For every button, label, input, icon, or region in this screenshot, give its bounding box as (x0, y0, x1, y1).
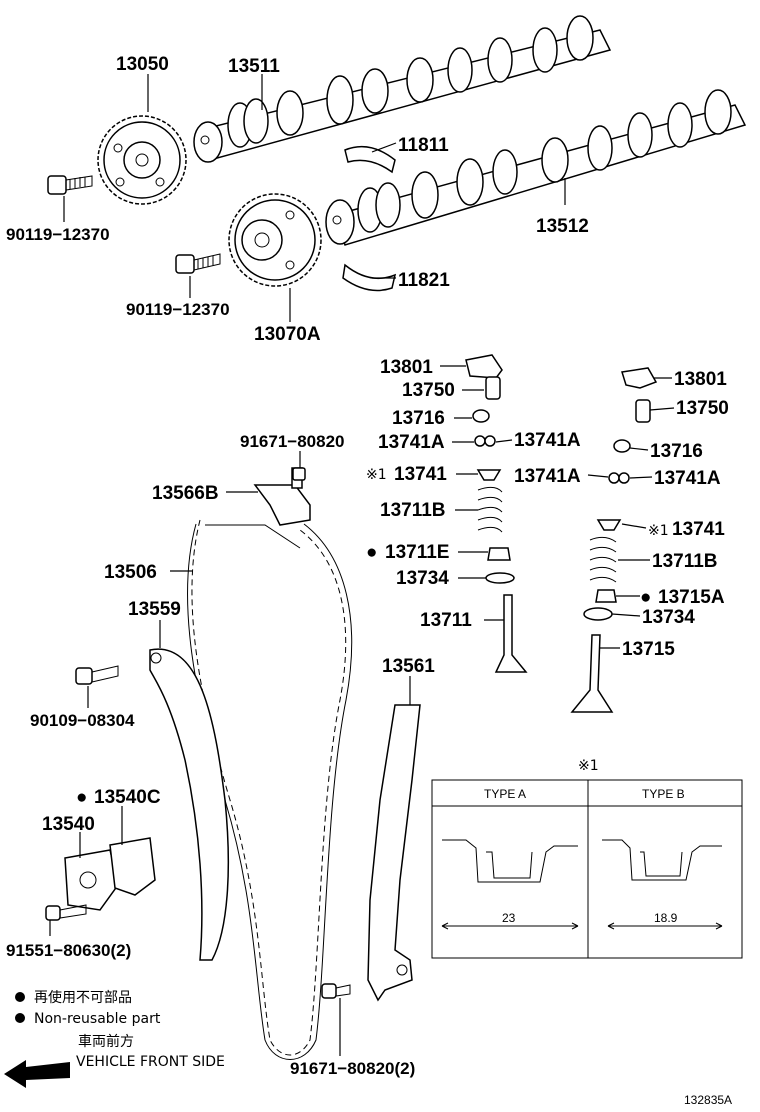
label-13050: 13050 (116, 54, 169, 75)
cam-sprocket-13050 (97, 115, 187, 205)
label-13715a: 13715A (658, 587, 725, 608)
valve-train-left (465, 354, 528, 673)
valve-train-right (570, 367, 658, 713)
bearing-11821 (342, 263, 397, 292)
label-13512: 13512 (536, 216, 589, 237)
legend-jp-nonreusable: 再使用不可部品 (34, 989, 132, 1006)
front-arrow-icon (4, 1060, 70, 1088)
label-91551: 91551−80630(2) (6, 941, 131, 960)
label-13741a-left: 13741A (378, 432, 445, 453)
label-13801-left: 13801 (380, 357, 433, 378)
ref-mark-left: ※1 (366, 467, 387, 483)
label-91671-upper: 91671−80820 (240, 432, 344, 451)
tensioner-arm-13559 (149, 648, 230, 961)
label-13734-right: 13734 (642, 607, 695, 628)
dim-type-a: 23 (502, 911, 516, 925)
bolt-91671-upper (292, 467, 306, 481)
chain-tensioner-13540 (64, 837, 156, 911)
label-13559: 13559 (128, 599, 181, 620)
label-13741a-left-2: 13741A (514, 466, 581, 487)
label-13741-right: 13741 (672, 519, 725, 540)
label-13711b-left: 13711B (380, 500, 446, 521)
ref-mark-right: ※1 (648, 523, 669, 539)
label-13540c: 13540C (94, 787, 161, 808)
reference-table: ※1 TYPE A TYPE B 23 18.9 (431, 758, 743, 959)
legend-bullet-jp (15, 992, 25, 1002)
label-13511: 13511 (228, 56, 280, 77)
type-b-profile: 18.9 (602, 839, 723, 930)
label-13716-right: 13716 (650, 441, 703, 462)
label-13741a-right-2: 13741A (654, 468, 721, 489)
bolt-91671-lower (321, 983, 351, 999)
label-13540: 13540 (42, 814, 95, 835)
legend-en-nonreusable: Non-reusable part (34, 1011, 161, 1027)
label-13711: 13711 (420, 610, 472, 631)
chain-guide-13561 (367, 704, 421, 1002)
label-13566b: 13566B (152, 483, 219, 504)
leader-lines (49, 74, 675, 1056)
bullet-13711e: ● (366, 542, 377, 563)
legend-jp-front: 車両前方 (78, 1033, 134, 1050)
table-title: ※1 (578, 758, 599, 774)
legend-en-front: VEHICLE FRONT SIDE (76, 1054, 225, 1070)
figure-id: 132835A (684, 1093, 732, 1107)
label-13801-right: 13801 (674, 369, 727, 390)
bullet-13540c: ● (76, 787, 87, 808)
label-13711e: 13711E (385, 542, 449, 563)
label-13750-left: 13750 (402, 380, 455, 401)
label-13741a-right: 13741A (514, 430, 581, 451)
table-col-type-b: TYPE B (642, 787, 685, 801)
label-91671-lower: 91671−80820(2) (290, 1059, 415, 1078)
label-13715: 13715 (622, 639, 675, 660)
bolt-90119-lower (175, 253, 221, 274)
label-90109: 90109−08304 (30, 711, 135, 730)
bolt-90109 (75, 665, 119, 685)
bolt-91551 (45, 904, 87, 921)
label-90119-lower: 90119−12370 (126, 300, 230, 319)
label-13506: 13506 (104, 562, 157, 583)
dim-type-b: 18.9 (654, 911, 678, 925)
label-13561: 13561 (382, 656, 435, 677)
type-a-profile: 23 (441, 839, 579, 930)
bearing-11811 (344, 145, 396, 174)
label-13711b-right: 13711B (652, 551, 718, 572)
label-13716-left: 13716 (392, 408, 445, 429)
label-11821: 11821 (398, 270, 450, 291)
label-13070a: 13070A (254, 324, 321, 345)
label-13741-left: 13741 (394, 464, 447, 485)
label-13734-left: 13734 (396, 568, 449, 589)
label-90119-upper: 90119−12370 (6, 225, 110, 244)
table-col-type-a: TYPE A (484, 787, 526, 801)
legend-bullet-en (15, 1013, 25, 1023)
camshaft-13511 (193, 15, 612, 163)
legend: 再使用不可部品 Non-reusable part 車両前方 VEHICLE F… (4, 989, 225, 1088)
bolt-90119-upper (47, 175, 93, 195)
camshaft-13512 (325, 89, 747, 246)
bullet-13715a: ● (640, 587, 651, 608)
part-labels: 13050 13511 11811 13512 11821 90119−1237… (6, 54, 729, 1078)
cam-sprocket-13070a (228, 193, 322, 287)
label-11811: 11811 (398, 135, 449, 156)
label-13750-right: 13750 (676, 398, 729, 419)
